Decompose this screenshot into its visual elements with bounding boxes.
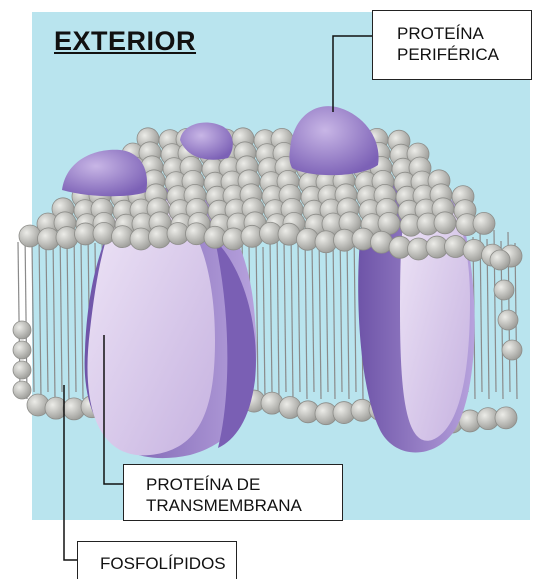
phospholipid-head — [13, 381, 31, 399]
peripheral-protein-label: PROTEÍNA PERIFÉRICA — [372, 10, 532, 80]
phospholipids-label-line: FOSFOLÍPIDOS — [100, 553, 236, 574]
phospholipid-head — [13, 341, 31, 359]
peripheral-protein-label-line: PERIFÉRICA — [397, 44, 531, 65]
phospholipid-head — [502, 340, 522, 360]
phospholipid-head — [13, 361, 31, 379]
phospholipid-head — [494, 280, 514, 300]
transmembrane-protein-label: PROTEÍNA DE TRANSMEMBRANA — [123, 464, 343, 521]
phospholipid-head — [490, 250, 510, 270]
transmembrane-protein-label-line: PROTEÍNA DE — [146, 474, 342, 495]
phospholipid-head — [473, 212, 495, 234]
phospholipids-label: FOSFOLÍPIDOS — [77, 541, 237, 579]
exterior-title: EXTERIOR — [54, 26, 196, 57]
phospholipid-head — [434, 212, 456, 234]
phospholipid-head — [495, 407, 517, 429]
peripheral-protein-label-line: PROTEÍNA — [397, 23, 531, 44]
phospholipid-head — [445, 236, 467, 258]
phospholipid-head — [13, 321, 31, 339]
phospholipid-head — [498, 310, 518, 330]
transmembrane-protein-label-line: TRANSMEMBRANA — [146, 495, 342, 516]
